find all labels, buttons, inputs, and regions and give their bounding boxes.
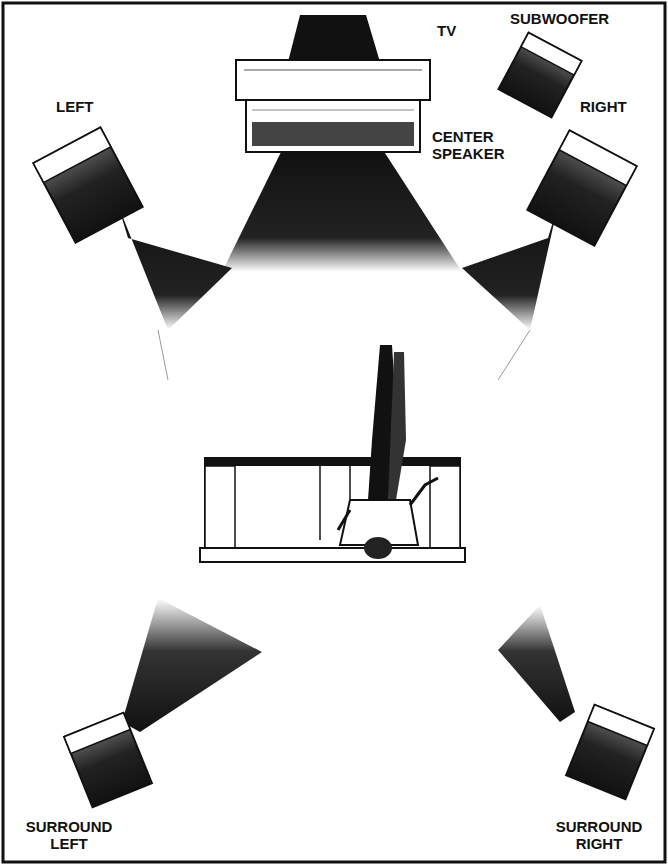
speaker-label: LEFT [56,98,136,115]
speaker-label: SURROUND RIGHT [540,818,658,852]
left-speaker [33,127,142,242]
subwoofer [498,33,581,118]
surround-right-speaker [566,705,654,799]
tv-set [236,15,430,152]
couch [200,458,465,562]
center-speaker [246,100,420,152]
left-beam [118,205,232,330]
beam-fade [158,330,530,380]
surround-left-beam [122,598,262,732]
right-beam [462,205,558,330]
right-speaker [527,130,636,245]
device-label: TV [437,22,497,39]
center-beam [222,150,462,272]
device-label: SUBWOOFER [510,10,630,27]
surround-right-beam [498,605,575,722]
frame [3,3,665,862]
speaker-label: RIGHT [580,98,650,115]
speaker-label: SURROUND LEFT [14,818,124,852]
listener [338,345,438,559]
speaker-label: CENTER SPEAKER [432,128,527,162]
surround-left-speaker [64,713,152,807]
